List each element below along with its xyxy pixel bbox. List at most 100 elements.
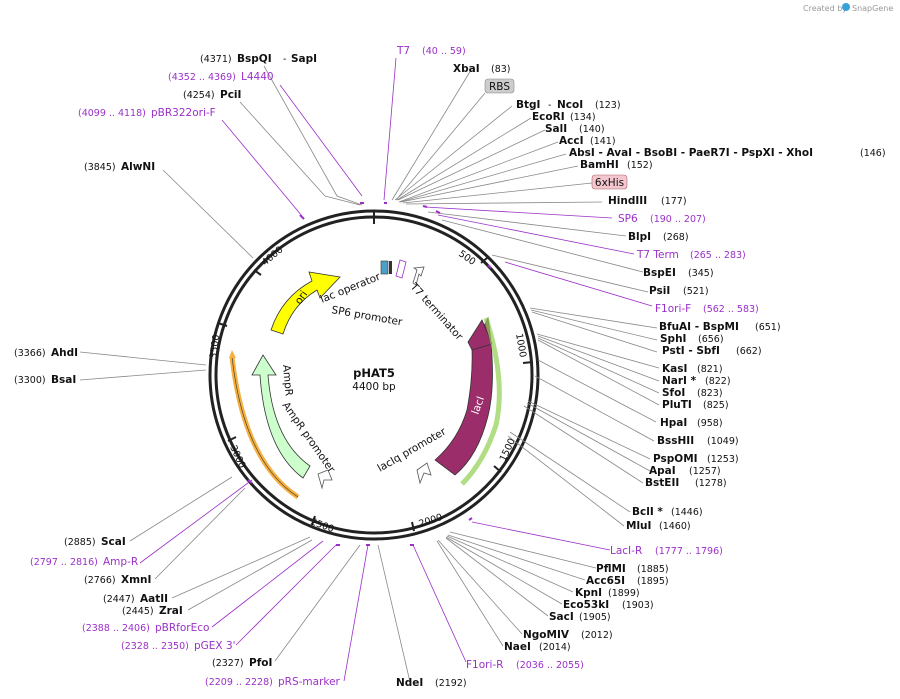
zrai-label[interactable]: ZraI [159, 605, 183, 617]
kasi-pos: (821) [697, 364, 723, 375]
ngomiv-label[interactable]: NgoMIV [523, 629, 570, 641]
blpi-pos: (268) [663, 232, 689, 243]
mlui-label[interactable]: MluI [626, 520, 651, 532]
bspei-pos: (345) [688, 268, 714, 279]
bspqi-label[interactable]: BspQI [237, 53, 272, 65]
sfoi-label[interactable]: SfoI [662, 387, 685, 399]
lacir-pos: (1777 .. 1796) [655, 546, 723, 557]
pflmi-label[interactable]: PflMI [596, 563, 626, 575]
t7-label[interactable]: T7 [396, 45, 410, 57]
saci-label[interactable]: SacI [549, 611, 574, 623]
tick-1000: 1000 [513, 333, 528, 359]
prs-label[interactable]: pRS-marker [278, 676, 341, 688]
sali-label[interactable]: SalI [545, 123, 567, 135]
bsteii-label[interactable]: BstEII [645, 477, 679, 489]
ndei-label[interactable]: NdeI [396, 677, 423, 689]
sapi-label[interactable]: SapI [291, 53, 317, 65]
naei-label[interactable]: NaeI [504, 641, 531, 653]
laci-arrow[interactable] [434, 316, 493, 476]
t7-terminator-label: T7 terminator [407, 280, 465, 343]
absi-pos: (146) [860, 148, 886, 159]
pbr322-label[interactable]: pBR322ori-F [151, 107, 216, 119]
saci-pos: (1905) [579, 612, 611, 623]
aatii-pos: (2447) [103, 594, 135, 605]
scai-label[interactable]: ScaI [101, 536, 126, 548]
lacir-label[interactable]: LacI-R [610, 545, 642, 557]
pfoi-label[interactable]: PfoI [249, 657, 272, 669]
xbai-label[interactable]: XbaI [453, 63, 480, 75]
tick-2000: 2000 [418, 512, 444, 530]
kasi-label[interactable]: KasI [662, 363, 687, 375]
hindiii-label[interactable]: HindIII [608, 195, 647, 207]
svg-text:-: - [283, 54, 286, 65]
bsshii-pos: (1049) [707, 436, 739, 447]
ampr-arrow[interactable] [251, 354, 311, 479]
xbai-pos: (83) [491, 64, 511, 75]
bcli-label[interactable]: BclI * [632, 506, 663, 518]
sp6-label[interactable]: SP6 [618, 213, 638, 225]
pgex-label[interactable]: pGEX 3' [194, 640, 236, 652]
t7term-label[interactable]: T7 Term [636, 249, 679, 261]
acc65i-label[interactable]: Acc65I [586, 575, 625, 587]
bsai-label[interactable]: BsaI [51, 374, 76, 386]
f1orir-label[interactable]: F1ori-R [466, 659, 503, 671]
laciq-promoter-icon [416, 462, 432, 485]
sphi-label[interactable]: SphI [660, 333, 686, 345]
ecori-label[interactable]: EcoRI [532, 111, 565, 123]
bsshii-label[interactable]: BssHII [657, 435, 694, 447]
acci-label[interactable]: AccI [559, 135, 583, 147]
f1orif-pos: (562 .. 583) [703, 304, 759, 315]
ahdi-label[interactable]: AhdI [51, 347, 78, 359]
nari-label[interactable]: NarI * [662, 375, 697, 387]
tick-marks [217, 212, 534, 532]
pcii-label[interactable]: PciI [220, 89, 241, 101]
alwni-label[interactable]: AlwNI [121, 161, 155, 173]
psti-label[interactable]: PstI - SbfI [662, 345, 720, 357]
eco53ki-label[interactable]: Eco53kI [563, 599, 609, 611]
tick-2500: 2500 [309, 516, 335, 535]
laciq-promoter-label: lacIq promoter [376, 425, 449, 474]
bamhi-label[interactable]: BamHI [580, 159, 619, 171]
pspomi-label[interactable]: PspOMI [653, 453, 698, 465]
psii-label[interactable]: PsiI [649, 285, 670, 297]
plasmid-size: 4400 bp [352, 381, 396, 393]
right-primer-lines [383, 57, 653, 663]
blpi-label[interactable]: BlpI [628, 231, 651, 243]
kpni-pos: (1899) [608, 588, 640, 599]
f1orir-pos: (2036 .. 2055) [516, 660, 584, 671]
left-primer-lines [139, 84, 369, 682]
sp6-pos: (190 .. 207) [650, 214, 706, 225]
ampr-primer-label[interactable]: Amp-R [103, 556, 138, 568]
hpai-label[interactable]: HpaI [660, 417, 687, 429]
absi-label[interactable]: AbsI - AvaI - BsoBI - PaeR7I - PspXI - X… [569, 147, 813, 159]
aatii-label[interactable]: AatII [140, 593, 168, 605]
svg-text:-: - [548, 100, 551, 111]
l4440-label[interactable]: L4440 [241, 71, 274, 83]
snapgene-logo-icon [842, 3, 850, 11]
ndei-pos: (2192) [435, 678, 467, 689]
ncoi-label[interactable]: NcoI [557, 99, 583, 111]
pbrfor-label[interactable]: pBRforEco [155, 622, 209, 634]
xmni-label[interactable]: XmnI [121, 574, 151, 586]
nari-pos: (822) [705, 376, 731, 387]
f1orif-label[interactable]: F1ori-F [655, 303, 691, 315]
backbone-outer [208, 209, 540, 541]
eco53ki-pos: (1903) [622, 600, 654, 611]
ori-arrow[interactable] [270, 271, 341, 335]
xmni-pos: (2766) [84, 575, 116, 586]
t7-terminator-icon [412, 266, 425, 286]
hpai-pos: (958) [697, 418, 723, 429]
primer-marks [247, 202, 492, 546]
bspei-label[interactable]: BspEI [643, 267, 676, 279]
pluti-label[interactable]: PluTI [662, 399, 692, 411]
pluti-pos: (825) [703, 400, 729, 411]
kpni-label[interactable]: KpnI [575, 587, 602, 599]
btgi-label[interactable]: BtgI [516, 99, 540, 111]
bfuai-label[interactable]: BfuAI - BspMI [659, 321, 739, 333]
psti-pos: (662) [736, 346, 762, 357]
ahdi-pos: (3366) [14, 348, 46, 359]
psii-pos: (521) [683, 286, 709, 297]
apai-label[interactable]: ApaI [649, 465, 676, 477]
pbrfor-pos: (2388 .. 2406) [82, 623, 150, 634]
sfoi-pos: (823) [697, 388, 723, 399]
